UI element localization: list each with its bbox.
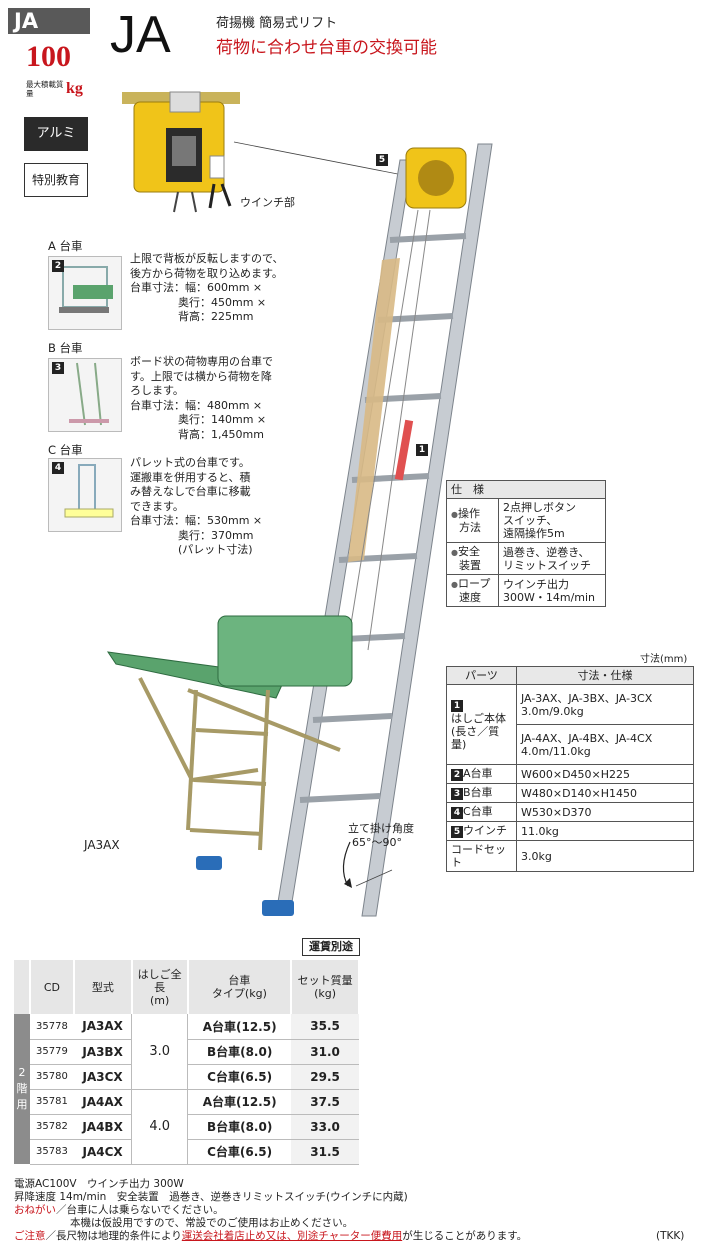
footer-caution: ご注意／長尺物は地理的条件により運送会社着店止め又は、別途チャーター便費用が生じ… <box>14 1230 528 1242</box>
col-model: 型式 <box>73 960 133 1014</box>
spec-row: ●操作方法 2点押しボタンスイッチ、遠隔操作5m <box>446 498 606 543</box>
parts-col-2: 寸法・仕様 <box>516 666 694 685</box>
capacity-label: 最大積載質量 <box>26 80 64 98</box>
callout-winch: 5 <box>376 154 388 166</box>
shipping-badge: 運賃別途 <box>302 938 360 956</box>
length-4: 4.0 <box>131 1089 189 1165</box>
catchphrase: 荷物に合わせ台車の交換可能 <box>216 38 437 58</box>
model-name: JA <box>110 6 171 64</box>
footer-note: 本機は仮設用ですので、常設でのご使用はお止めください。 <box>70 1217 354 1229</box>
cart-c-num: 4 <box>52 462 64 474</box>
product-subtitle: 荷揚機 簡易式リフト <box>216 16 338 31</box>
angle-label: 立て掛け角度 65°～90° <box>348 822 414 849</box>
footer-request: おねがい／台車に人は乗らないでください。 <box>14 1204 224 1216</box>
cart-a-num: 2 <box>52 260 64 272</box>
spec-row: ●安全装置 過巻き、逆巻き、リミットスイッチ <box>446 542 606 575</box>
category-tag: JA <box>8 8 90 34</box>
cart-b-num: 3 <box>52 362 64 374</box>
parts-col-1: パーツ <box>446 666 517 685</box>
cart-b-header: B 台車 <box>48 341 83 355</box>
lift-illustration <box>106 143 493 917</box>
angle-arc <box>342 841 393 888</box>
capacity-unit: kg <box>66 80 83 97</box>
callout-ladder: 1 <box>416 444 428 456</box>
cart-b-desc: ボード状の荷物専用の台車です。上限では横から荷物を降ろします。 台車寸法：幅：4… <box>130 355 273 441</box>
col-cd: CD <box>29 960 75 1014</box>
main-caption: JA3AX <box>84 838 120 852</box>
footer-code: (TKK) <box>656 1230 685 1242</box>
material-badge: アルミ <box>24 117 88 151</box>
spec-title: 仕 様 <box>446 480 606 499</box>
footer-power: 電源AC100V ウインチ出力 300W <box>14 1178 184 1190</box>
cart-a-desc: 上限で背板が反転しますので、後方から荷物を取り込めます。 台車寸法：幅：600m… <box>130 252 284 323</box>
footer-speed: 昇降速度 14m/min 安全装置 過巻き、逆巻きリミットスイッチ(ウインチに内… <box>14 1191 408 1203</box>
col-length: はしご全長(m) <box>131 960 189 1014</box>
training-badge: 特別教育 <box>24 163 88 197</box>
capacity-value: 100 <box>26 40 71 73</box>
col-cart: 台車タイプ(kg) <box>187 960 293 1014</box>
spec-table: 仕 様 ●操作方法 2点押しボタンスイッチ、遠隔操作5m ●安全装置 過巻き、逆… <box>446 480 606 607</box>
winch-label: ウインチ部 <box>240 196 295 209</box>
winch-photo <box>122 91 240 213</box>
winch-leader-line <box>233 141 409 177</box>
cart-a-header: A 台車 <box>48 239 83 253</box>
length-3: 3.0 <box>131 1014 189 1090</box>
cart-c-header: C 台車 <box>48 443 83 457</box>
parts-unit-note: 寸法(mm) <box>640 654 688 665</box>
col-weight: セット質量(kg) <box>291 960 360 1014</box>
cart-c-desc: パレット式の台車です。運搬車を併用すると、積み替えなしで台車に移載できます。 台… <box>130 456 263 556</box>
